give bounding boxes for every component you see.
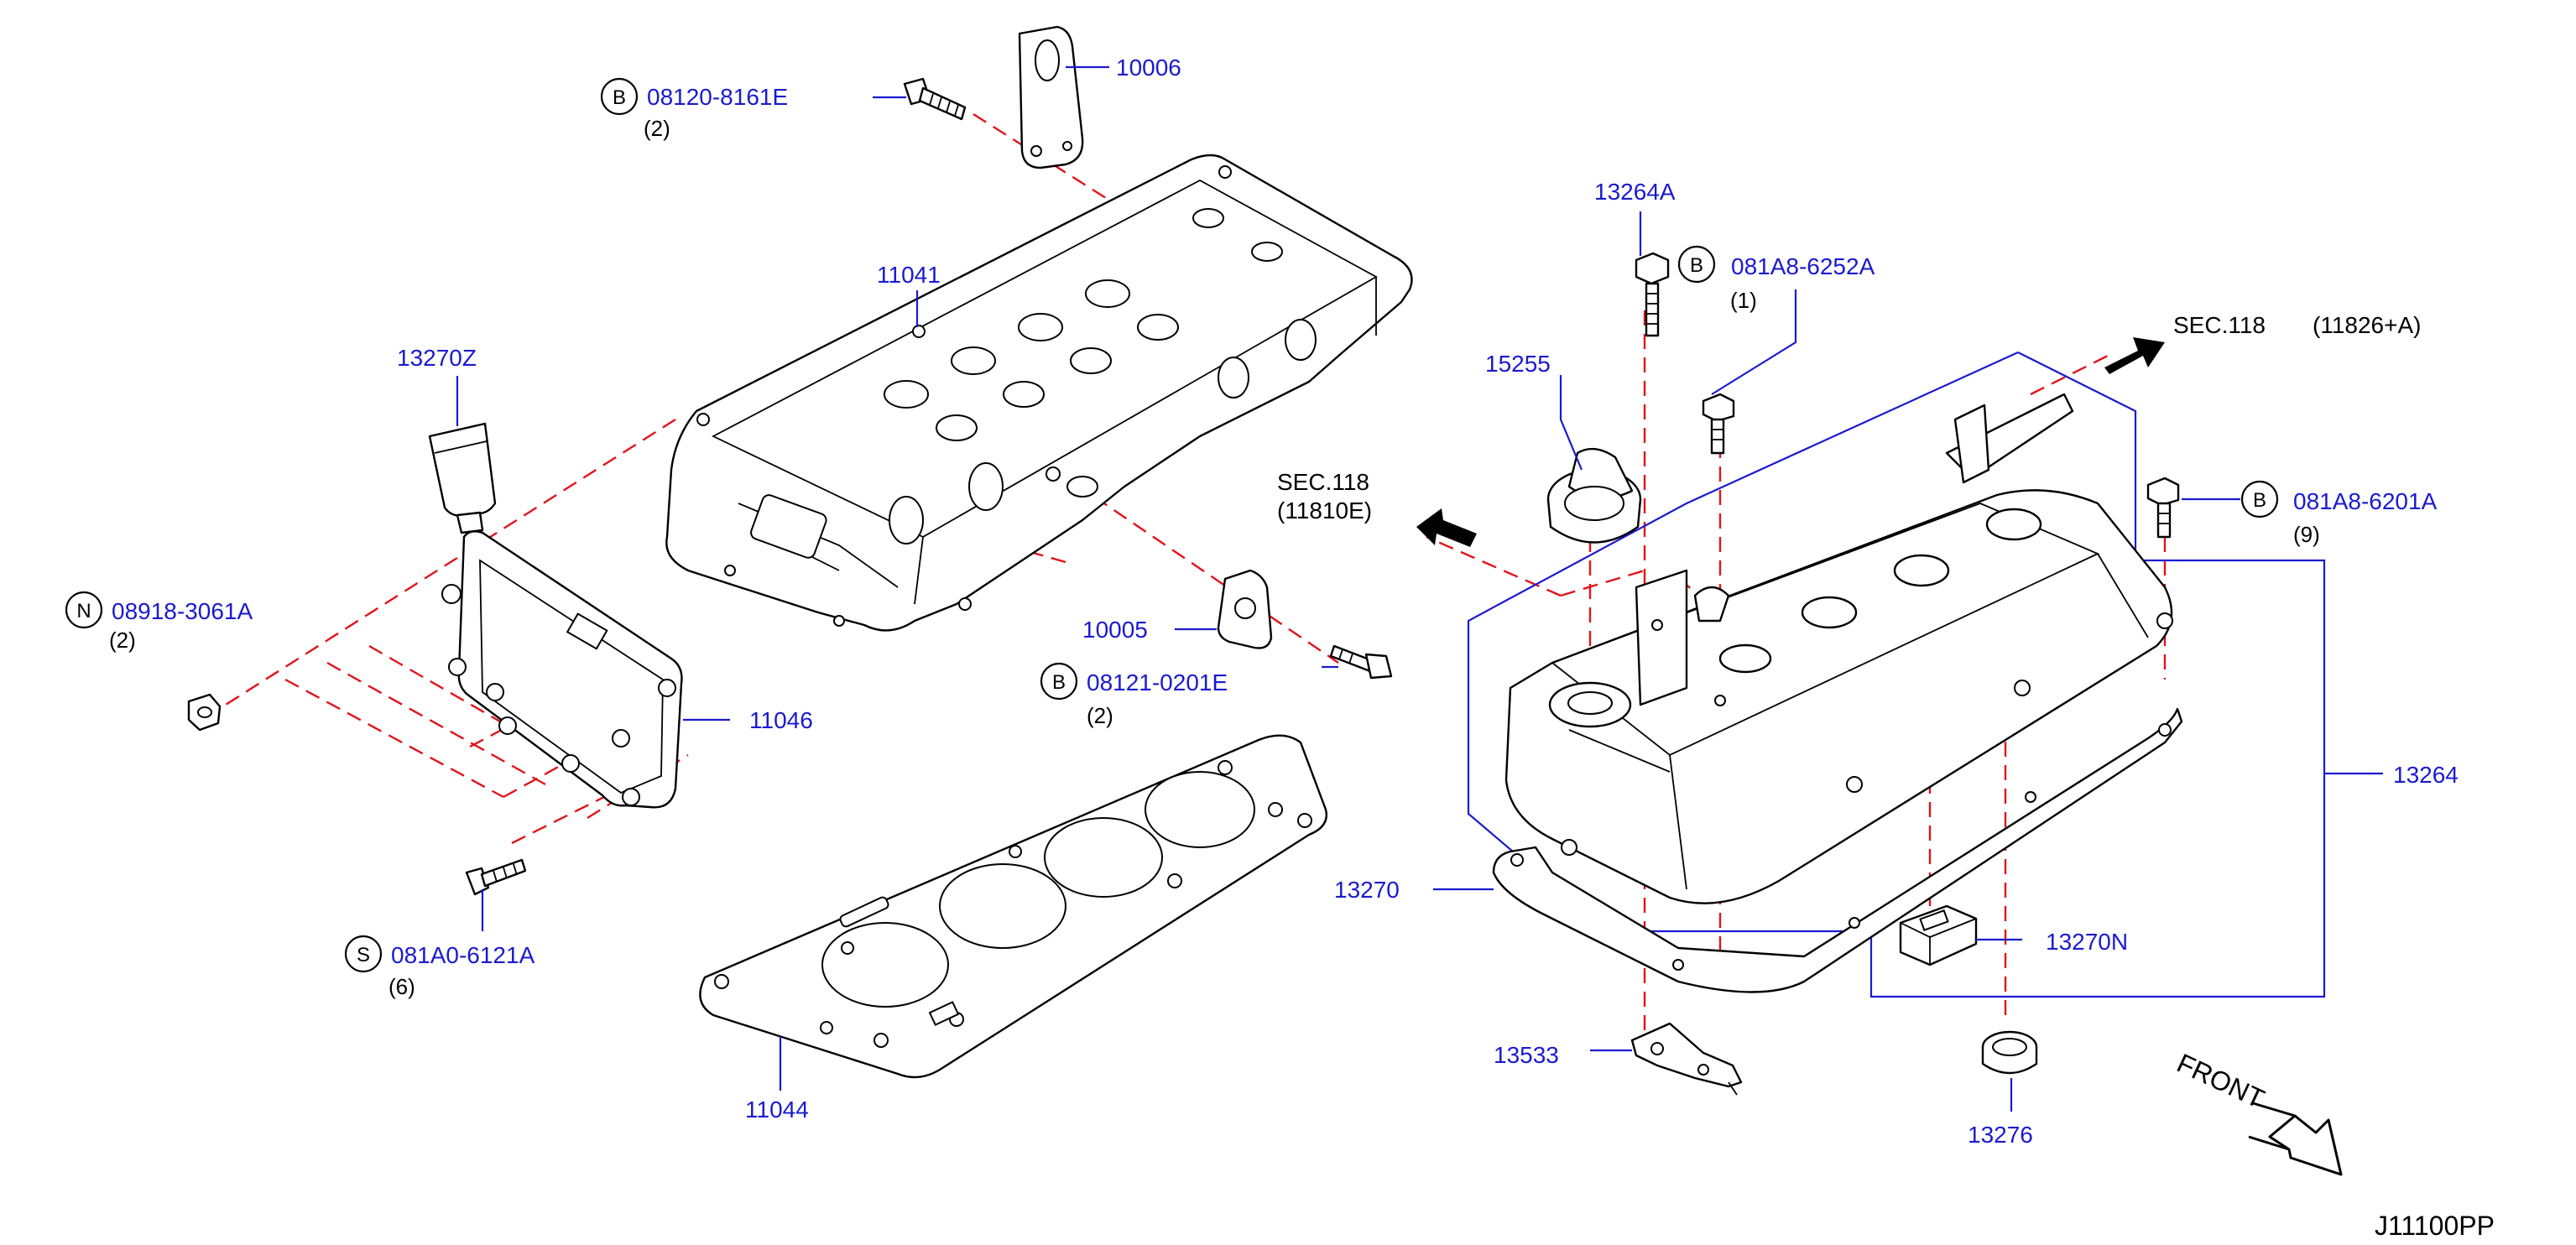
part-label-13264: 13264	[2393, 762, 2459, 788]
qty-b3: (2)	[1087, 703, 1113, 728]
part-number-b5: 081A8-6252A	[1731, 253, 1875, 279]
part-label-11041: 11041	[877, 262, 941, 288]
sec-ref-2-line1: SEC.118	[2173, 312, 2266, 338]
part-label-10005: 10005	[1082, 617, 1148, 643]
svg-text:B: B	[613, 86, 626, 109]
bolt-icon	[1702, 393, 1735, 455]
bolt-icon	[465, 858, 527, 896]
front-arrow-icon	[2248, 1102, 2343, 1176]
sec-arrow-left-icon	[1416, 508, 1477, 547]
leader-lines	[456, 65, 2383, 1112]
front-label: FRONT	[2172, 1048, 2269, 1114]
seal-ring-13276	[1981, 1030, 2038, 1075]
part-number-b4: 081A0-6121A	[391, 942, 535, 968]
svg-text:B: B	[2253, 489, 2266, 512]
bracket-10005	[1217, 569, 1273, 649]
cover-gasket-13270	[1492, 707, 2183, 993]
cover-plate-11046	[441, 530, 683, 809]
part-label-13533: 13533	[1494, 1042, 1559, 1068]
qty-b4: (6)	[388, 974, 415, 999]
bracket-10006	[1018, 25, 1084, 169]
bracket-13533	[1630, 1022, 1743, 1096]
sec-arrow-right-icon	[2104, 337, 2165, 374]
rubber-block-13270N	[1899, 904, 1978, 966]
cover-group-outline	[1467, 351, 2326, 998]
sec-ref-1-line2: (11810E)	[1277, 497, 1372, 524]
bolt-type-letters: B N B S B B	[65, 77, 2279, 973]
part-number-b1: 08120-8161E	[647, 84, 788, 110]
svg-text:B: B	[1052, 671, 1066, 694]
qty-b1: (2)	[644, 116, 670, 141]
bolt-icon	[1329, 644, 1393, 680]
part-label-13270Z: 13270Z	[397, 345, 477, 371]
sealant-tube-icon	[428, 422, 497, 534]
qty-b5: (1)	[1730, 288, 1757, 313]
svg-text:B: B	[1690, 254, 1703, 277]
bolt-icon	[2146, 477, 2180, 539]
cylinder-head-11041	[665, 154, 1413, 632]
svg-text:S: S	[357, 944, 370, 966]
part-label-10006: 10006	[1116, 55, 1181, 81]
rocker-cover-13264	[1504, 393, 2173, 904]
nut-icon	[187, 693, 222, 732]
bolt-icon	[903, 77, 967, 121]
svg-text:N: N	[76, 600, 91, 622]
part-number-b6: 081A8-6201A	[2293, 488, 2438, 514]
stud-bolt-icon	[1635, 252, 1670, 337]
part-number-b2: 08918-3061A	[112, 598, 253, 624]
part-label-13264A: 13264A	[1594, 179, 1676, 205]
qty-b2: (2)	[109, 628, 136, 653]
sec-ref-2-line2: (11826+A)	[2313, 312, 2421, 338]
head-gasket-11044	[699, 734, 1327, 1079]
qty-b6: (9)	[2293, 522, 2320, 547]
part-label-13270: 13270	[1334, 877, 1400, 903]
diagram-code: J11100PP	[2375, 1211, 2495, 1241]
part-label-15255: 15255	[1485, 351, 1551, 377]
part-label-13270N: 13270N	[2046, 929, 2128, 955]
part-label-11044: 11044	[745, 1097, 809, 1123]
part-number-b3: 08121-0201E	[1087, 669, 1228, 695]
part-label-13276: 13276	[1968, 1122, 2033, 1148]
oil-cap-15255	[1546, 447, 1642, 544]
sec-ref-1-line1: SEC.118	[1277, 469, 1369, 495]
part-label-11046: 11046	[749, 707, 813, 733]
